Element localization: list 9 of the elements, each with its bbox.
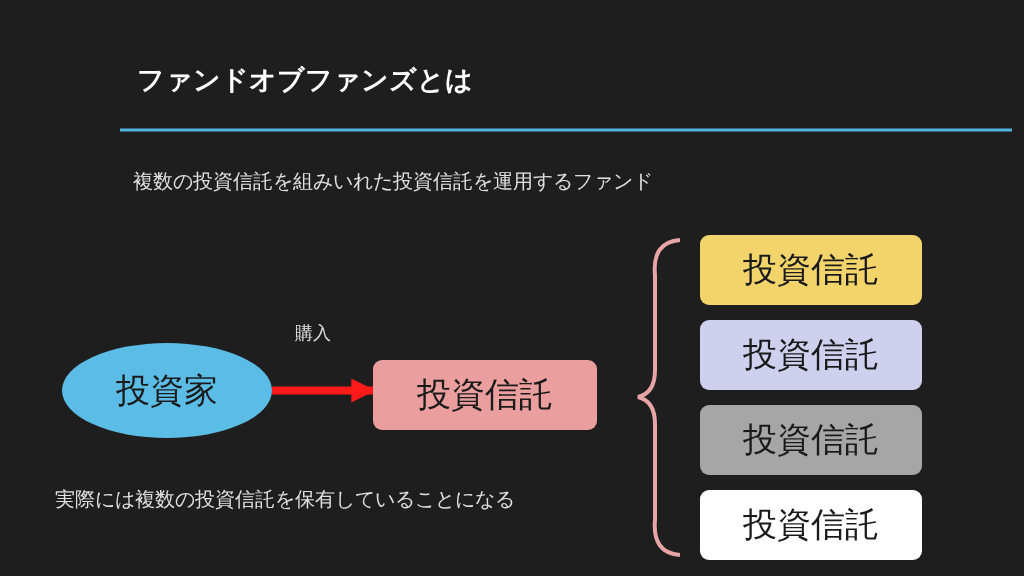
fund-box: 投資信託: [700, 405, 922, 475]
fund-box: 投資信託: [700, 235, 922, 305]
fund-box: 投資信託: [700, 320, 922, 390]
fund-box: 投資信託: [373, 360, 597, 430]
fund-box: 投資信託: [700, 490, 922, 560]
note-text: 複数の投資信託を組みいれた投資信託を運用するファンド: [133, 168, 653, 195]
title: ファンドオブファンズとは: [137, 63, 473, 97]
investor-ellipse: 投資家: [62, 343, 272, 438]
note-text: 実際には複数の投資信託を保有していることになる: [55, 486, 515, 513]
